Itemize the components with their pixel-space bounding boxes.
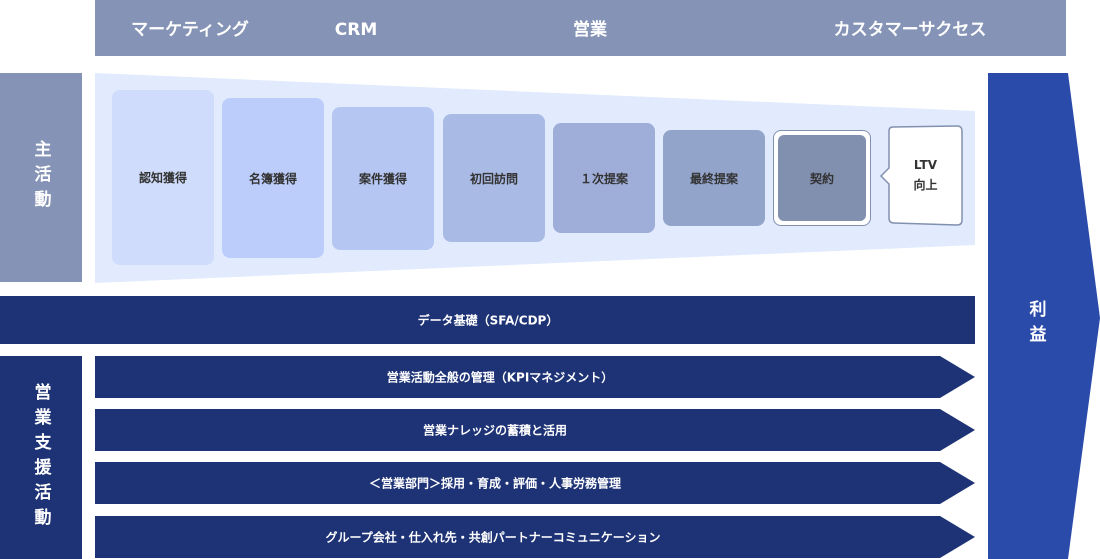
stage-card-contract: 契約 bbox=[778, 135, 866, 221]
support-activities-label: 営業支援活動 bbox=[0, 356, 82, 559]
data-foundation-bar: データ基礎（SFA/CDP） bbox=[0, 296, 975, 344]
support-arrow-3 bbox=[95, 462, 975, 504]
stage-card: 名簿獲得 bbox=[222, 98, 324, 258]
stage-card: 初回訪問 bbox=[443, 114, 545, 242]
contract-frame: 契約 bbox=[773, 130, 871, 226]
stage-card: １次提案 bbox=[553, 123, 655, 233]
stage-card: 最終提案 bbox=[663, 130, 765, 226]
stage-card: 案件獲得 bbox=[332, 107, 434, 250]
support-arrow-4 bbox=[95, 516, 975, 558]
support-activity-label: グループ会社・仕入れ先・共創パートナーコミュニケーション bbox=[325, 530, 661, 545]
support-activity-label: 営業ナレッジの蓄積と活用 bbox=[422, 423, 568, 438]
header-customer-success: カスタマーサクセス bbox=[833, 20, 987, 40]
profit-label: 利益 bbox=[1025, 300, 1046, 350]
ltv-text: LTV 向上 bbox=[889, 150, 962, 200]
support-arrow-2 bbox=[95, 409, 975, 451]
header-crm: CRM bbox=[334, 20, 378, 40]
support-arrow-1 bbox=[95, 356, 975, 398]
ltv-line1: LTV bbox=[913, 158, 938, 172]
ltv-callout bbox=[879, 125, 963, 226]
primary-activities-label: 主活動 bbox=[0, 73, 82, 282]
data-foundation-label: データ基礎（SFA/CDP） bbox=[417, 313, 559, 328]
profit-arrow bbox=[988, 73, 1100, 559]
support-activity-label: ＜営業部門＞採用・育成・評価・人事労務管理 bbox=[368, 476, 622, 491]
stage-card: 認知獲得 bbox=[112, 90, 214, 265]
ltv-line2: 向上 bbox=[913, 178, 938, 192]
phase-header: マーケティング CRM 営業 カスタマーサクセス bbox=[95, 0, 1066, 56]
header-sales: 営業 bbox=[573, 20, 607, 40]
support-activity-label: 営業活動全般の管理（KPIマネジメント） bbox=[386, 370, 614, 385]
header-marketing: マーケティング bbox=[131, 20, 249, 40]
